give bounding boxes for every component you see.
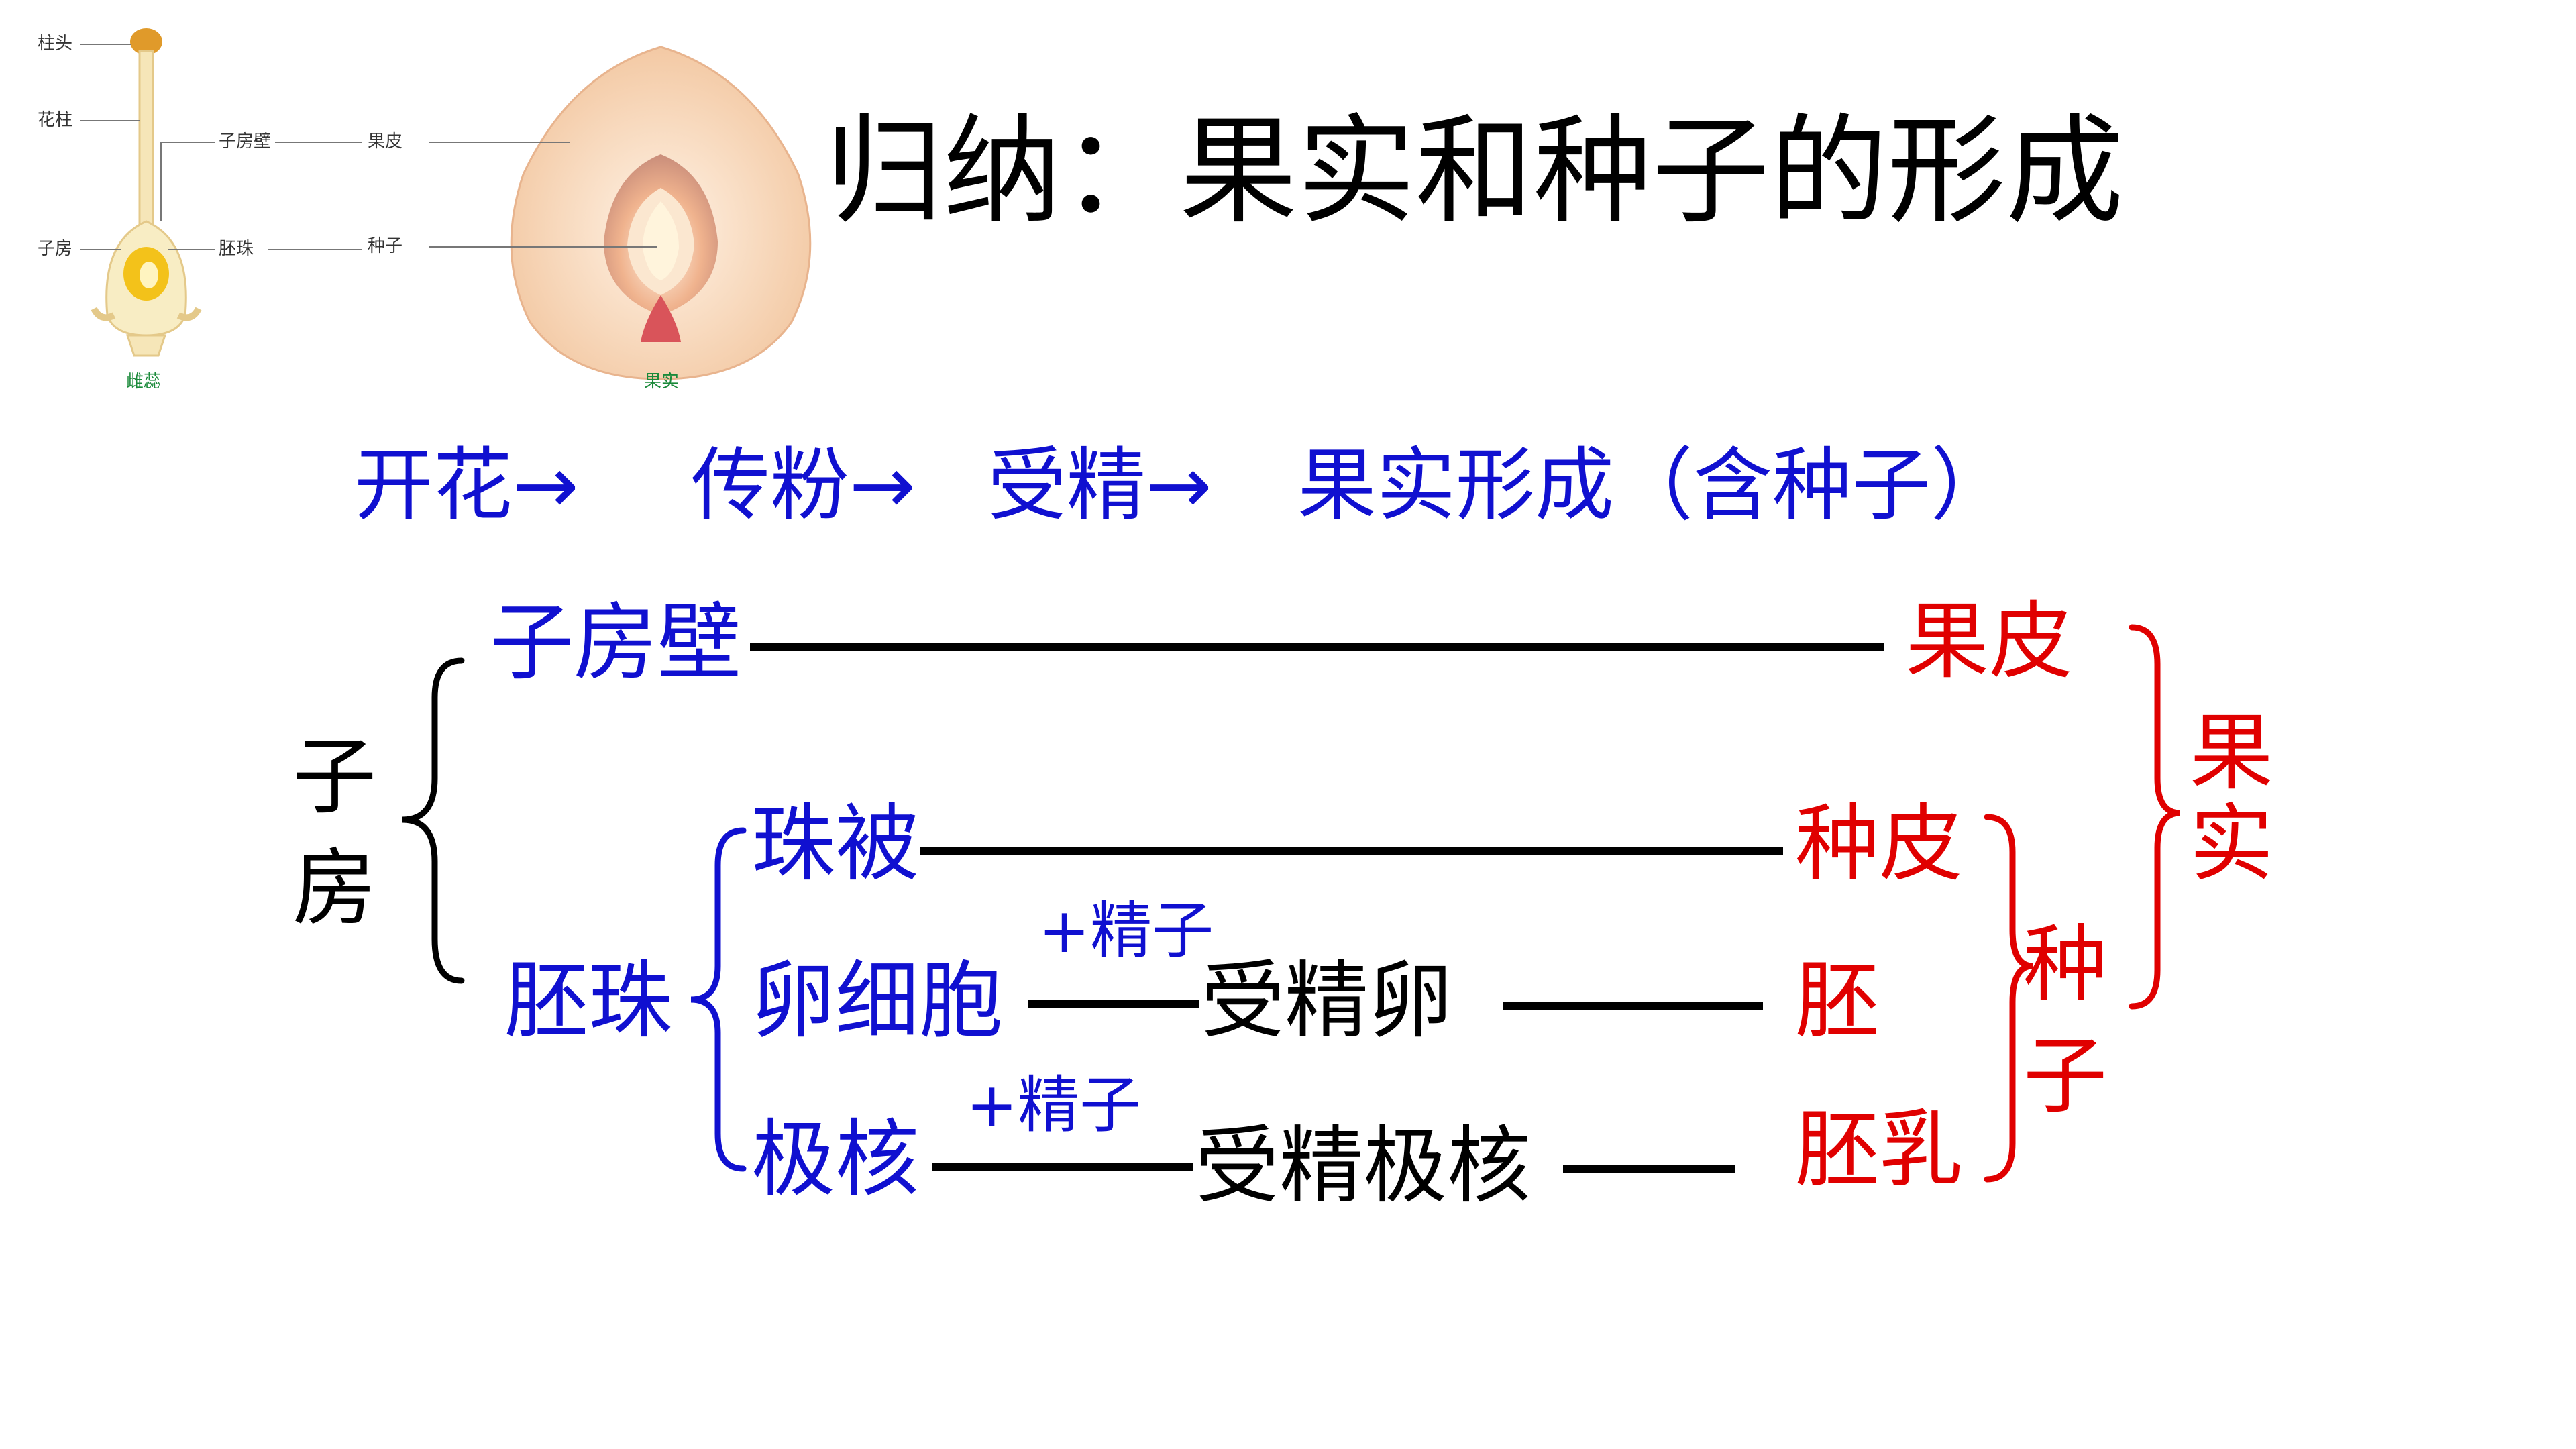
label-style: 花柱: [38, 110, 73, 130]
pericarp-label: 果皮: [1905, 593, 2073, 690]
flower-fruit-illustration: [80, 28, 812, 380]
label-ovary: 子房: [38, 239, 73, 259]
polar-nuclei-connector: [932, 1163, 1193, 1171]
embryo-label: 胚: [1795, 953, 1879, 1050]
label-stigma: 柱头: [38, 34, 73, 54]
seed-label-char-1: 种: [2023, 916, 2107, 1014]
pistil-label-lines: [80, 44, 362, 250]
caption-fruit: 果实: [644, 372, 680, 392]
ovary-brace: [402, 657, 465, 984]
seed-coat-label: 种皮: [1795, 796, 1963, 893]
ovule-label: 胚珠: [504, 953, 672, 1050]
egg-cell-label: 卵细胞: [751, 953, 1003, 1050]
fertilized-egg-connector: [1503, 1002, 1763, 1010]
polar-nuclei-label: 极核: [751, 1111, 919, 1208]
fruit-label-char-2: 实: [2190, 796, 2273, 893]
page-title: 归纳：果实和种子的形成: [825, 103, 2125, 240]
ovary-label-char-1: 子: [292, 729, 376, 826]
caption-pistil: 雌蕊: [126, 372, 162, 392]
flow-step-flowering: 开花→: [354, 439, 579, 531]
pistil-illustration: [91, 28, 202, 357]
plus-sperm-label-1: +精子: [1038, 895, 1214, 967]
fertilized-polar-nuclei-connector: [1563, 1165, 1735, 1173]
flow-step-fruit-formation: 果实形成（含种子）: [1297, 439, 2010, 531]
plus-sperm-label-2: +精子: [966, 1069, 1142, 1141]
fruit-label-lines: [429, 142, 657, 248]
ovary-wall-connector: [750, 643, 1884, 651]
integument-connector: [920, 847, 1783, 855]
flow-step-fertilization: 受精→: [987, 439, 1212, 531]
stigma-shape: [130, 28, 162, 55]
seed-label-char-2: 子: [2023, 1028, 2107, 1125]
seed-brace: [1984, 814, 2033, 1183]
fruit-stalk-shape: [641, 295, 681, 342]
label-ovule: 胚珠: [219, 239, 254, 259]
ovule-brace: [690, 827, 747, 1172]
endosperm-label: 胚乳: [1795, 1102, 1963, 1199]
fruit-illustration: [510, 46, 812, 380]
label-ovary-wall: 子房壁: [219, 131, 272, 152]
fertilized-egg-label: 受精卵: [1201, 953, 1452, 1050]
ovary-label-char-2: 房: [292, 840, 376, 937]
label-pericarp: 果皮: [368, 131, 403, 152]
fertilized-polar-nuclei-label: 受精极核: [1195, 1118, 1531, 1215]
ovary-wall-label: 子房壁: [490, 594, 741, 692]
flow-step-pollination: 传粉→: [691, 439, 916, 531]
egg-cell-connector: [1028, 1000, 1199, 1008]
integument-label: 珠被: [751, 796, 919, 893]
label-seed: 种子: [368, 236, 403, 256]
fruit-label-char-1: 果: [2190, 704, 2273, 802]
fruit-brace: [2129, 624, 2181, 1010]
